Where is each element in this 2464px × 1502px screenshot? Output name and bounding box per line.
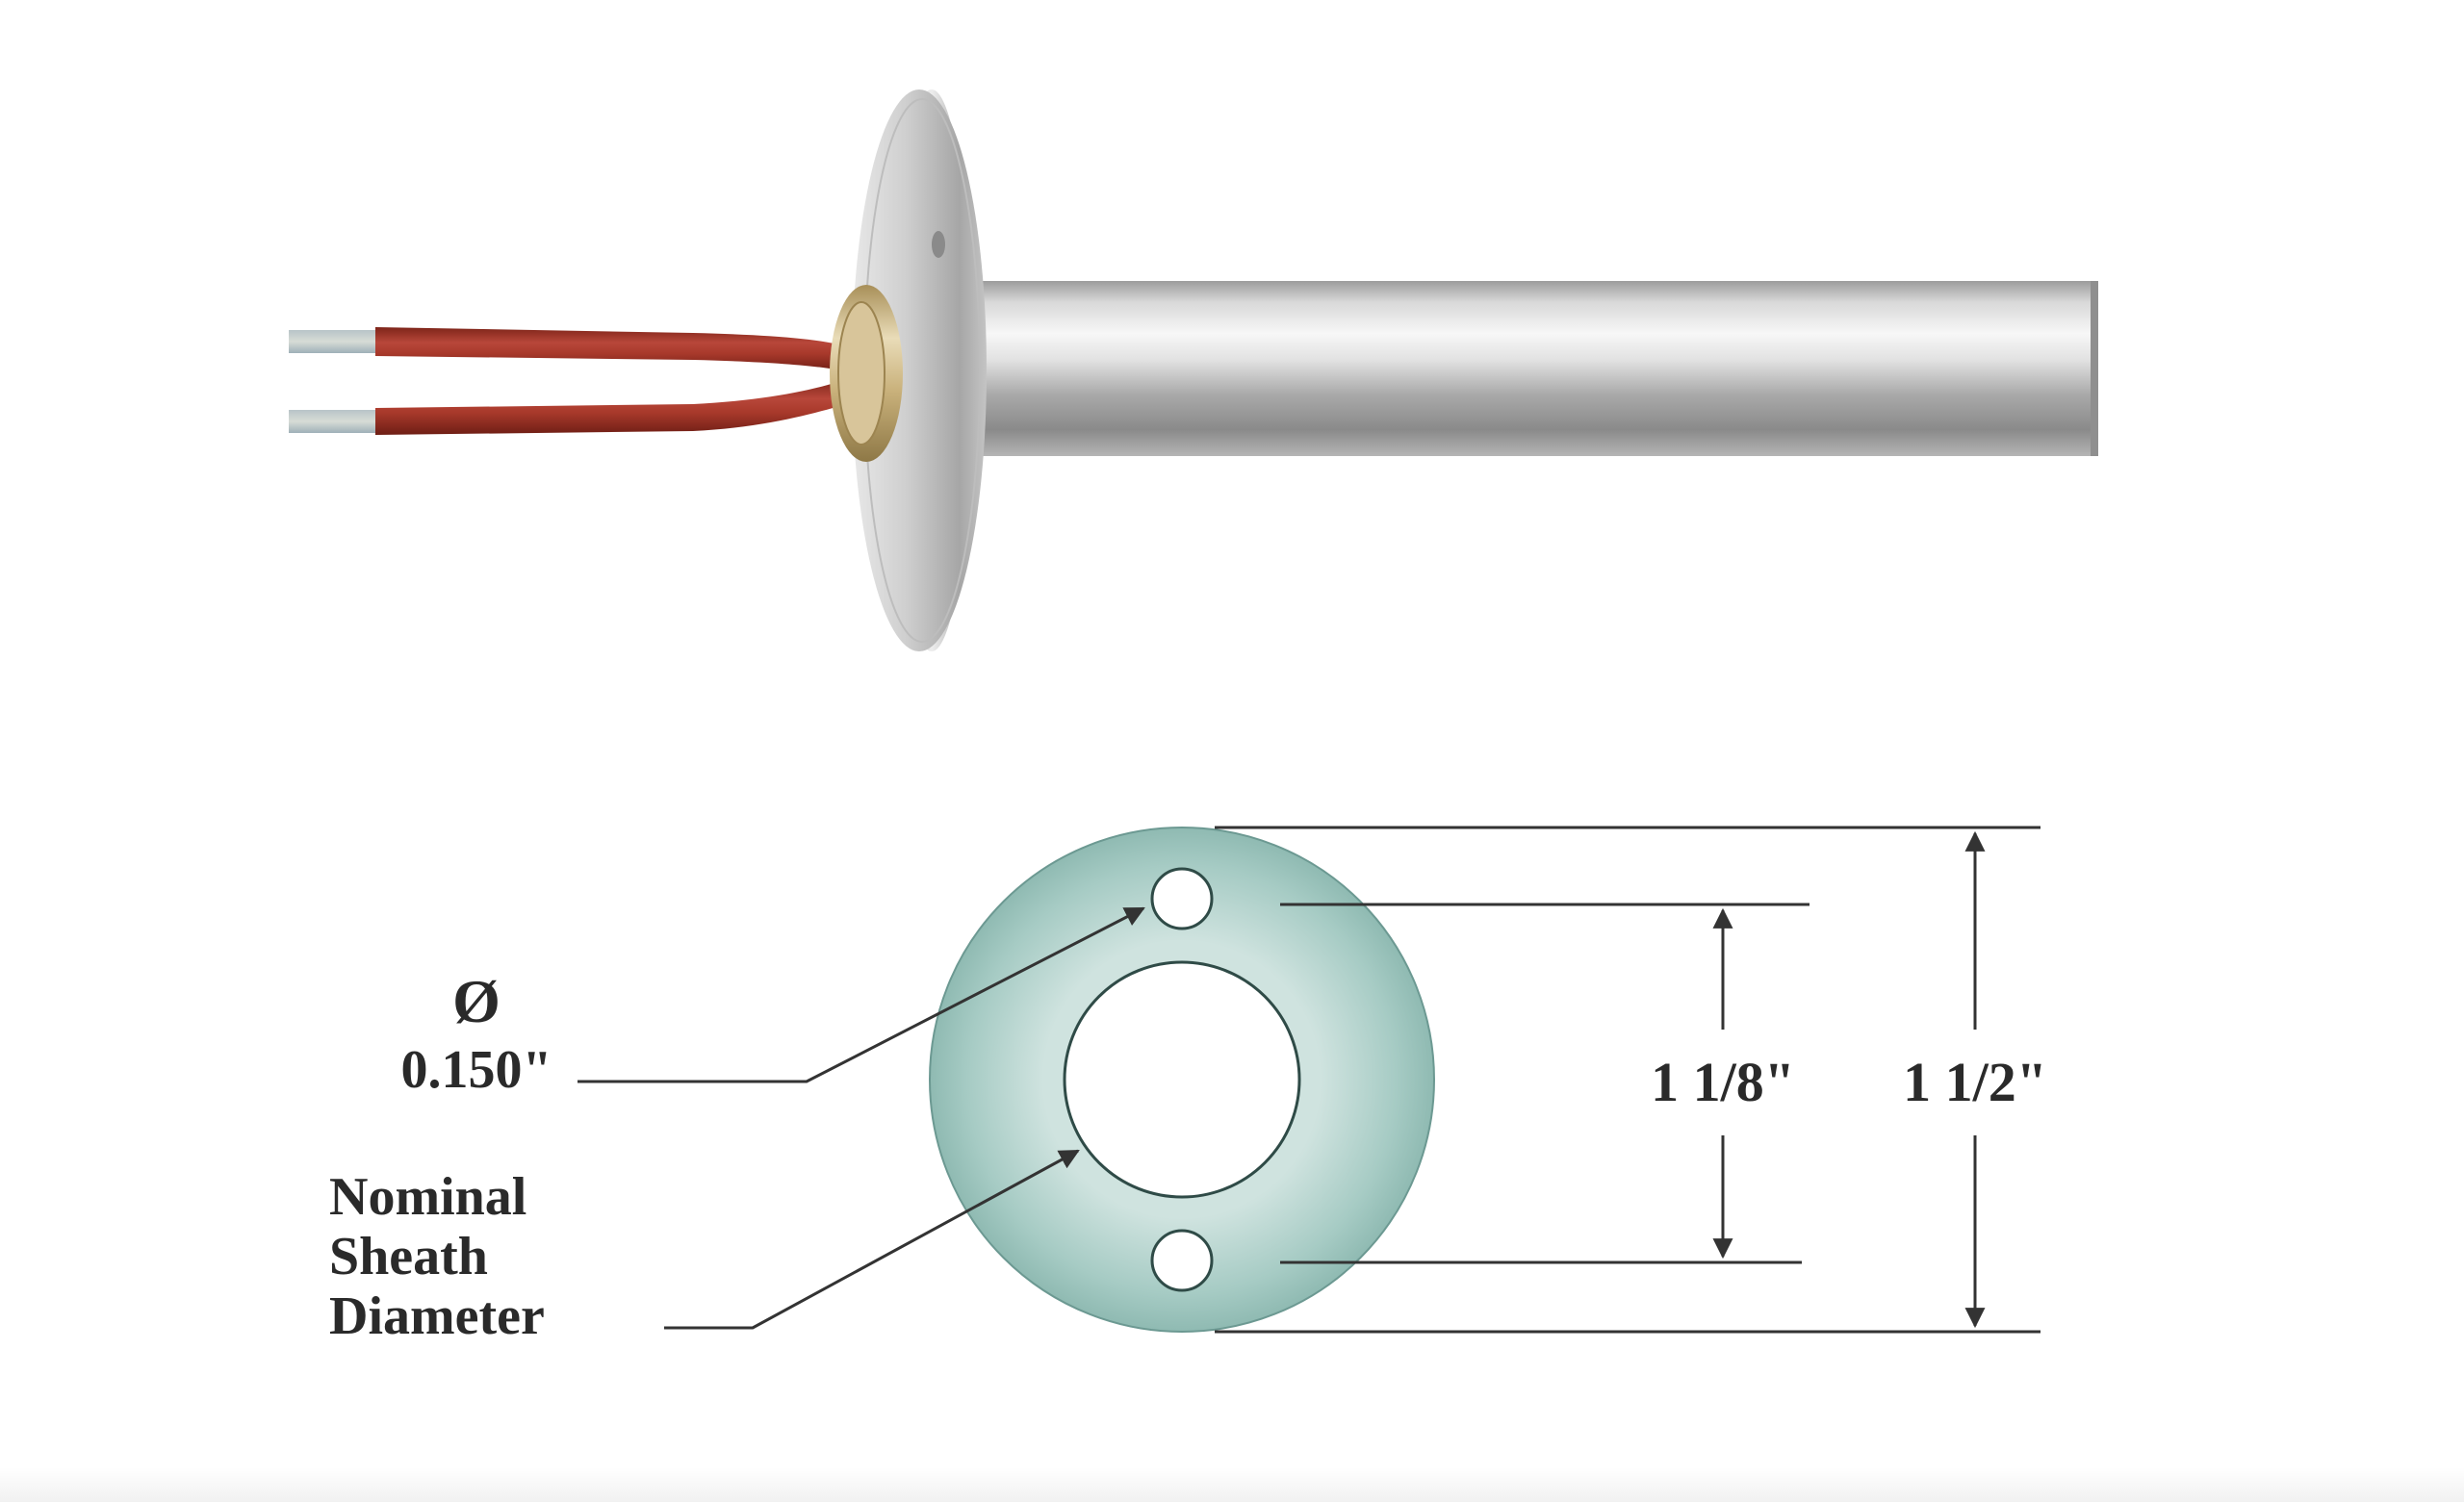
hole-diameter-label: 0.150" (400, 1040, 552, 1100)
lead-wire-end-top (289, 330, 380, 353)
lead-wire-insulated-bottom (375, 379, 847, 435)
bolt-hole-bottom (1150, 1229, 1214, 1292)
bottom-shadow (0, 1467, 2464, 1502)
lead-wire-insulated-top (375, 327, 847, 371)
heater-side-view (289, 89, 2098, 651)
flange-diameter-label: 1 1/2" (1903, 1051, 2047, 1113)
flange-disc (852, 89, 987, 651)
sheath-label-line3: Diameter (329, 1286, 545, 1346)
sheath-label-line2: Sheath (329, 1227, 488, 1286)
flange-bolt-hole (932, 231, 945, 258)
lead-wire-end-bottom (289, 410, 380, 433)
heater-sheath-tube (953, 281, 2098, 456)
sheath-label-line1: Nominal (329, 1167, 526, 1227)
sheath-opening (1063, 960, 1301, 1199)
leader-sheath-diameter (664, 1149, 1080, 1330)
bolt-hole-top (1150, 867, 1214, 930)
bolt-spacing-label: 1 1/8" (1651, 1051, 1795, 1113)
diameter-symbol-label: Ø (452, 967, 500, 1035)
leader-hole-diameter (578, 906, 1145, 1083)
flange-end-view: Ø 0.150" Nominal Sheath Diameter 1 1/8" … (329, 826, 2069, 1346)
